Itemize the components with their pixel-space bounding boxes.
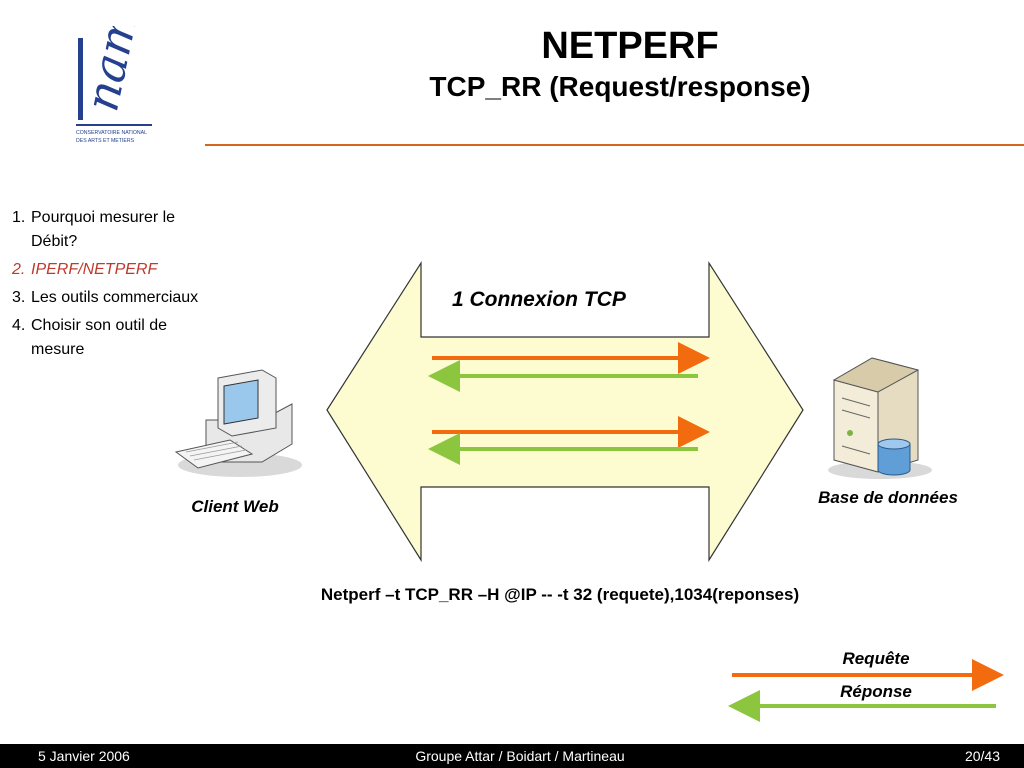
connection-label: 1 Connexion TCP: [452, 288, 626, 311]
footer-date: 5 Janvier 2006: [38, 748, 130, 764]
footer-authors: Groupe Attar / Boidart / Martineau: [415, 748, 625, 764]
command-line: Netperf –t TCP_RR –H @IP -- -t 32 (reque…: [320, 585, 800, 604]
svg-text:DES ARTS ET METIERS: DES ARTS ET METIERS: [76, 138, 135, 144]
footer-bar: 5 Janvier 2006 Groupe Attar / Boidart / …: [0, 744, 1024, 768]
page-number: 20/43: [964, 748, 1000, 764]
computer-icon: [174, 369, 302, 477]
legend-response-label: Réponse: [840, 682, 912, 701]
outline-item: 4.Choisir son outil de mesure: [12, 317, 168, 358]
outline-list: 1.Pourquoi mesurer le Débit? 2.IPERF/NET…: [12, 206, 212, 366]
legend-request-label: Requête: [842, 649, 910, 668]
outline-item: 3.Les outils commerciaux: [12, 289, 199, 306]
cnam-logo: nam CONSERVATOIRE NATIONAL DES ARTS ET M…: [74, 26, 152, 144]
server-label: Base de données: [818, 488, 958, 507]
client-label: Client Web: [191, 497, 279, 516]
outline-item-active: 2.IPERF/NETPERF: [12, 261, 158, 278]
slide-title: NETPERF: [541, 25, 719, 67]
header-rule: [205, 144, 1024, 146]
connection-band: [326, 260, 804, 563]
svg-text:CONSERVATOIRE NATIONAL: CONSERVATOIRE NATIONAL: [76, 130, 147, 136]
outline-item: 1.Pourquoi mesurer le Débit?: [12, 209, 176, 250]
database-server-icon: [828, 357, 932, 479]
slide-subtitle: TCP_RR (Request/response): [429, 71, 811, 102]
